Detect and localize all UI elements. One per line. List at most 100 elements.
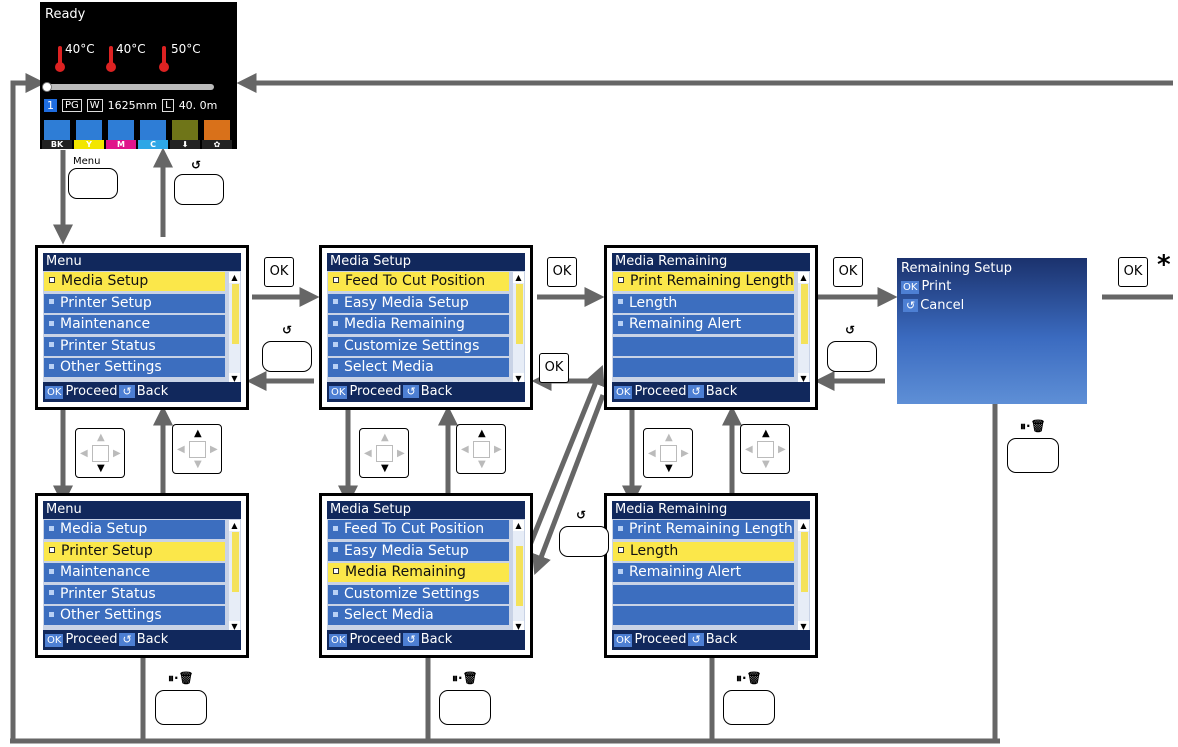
dpad-up-button[interactable]: ▲▼◀▶ <box>172 424 222 474</box>
back-tag: ↺ <box>903 299 919 312</box>
menu-item[interactable]: Length <box>613 293 794 313</box>
dpad-down-button[interactable]: ▲▼◀▶ <box>359 428 409 478</box>
scroll-up-icon: ▲ <box>513 272 524 283</box>
ok-button[interactable]: OK <box>1118 257 1148 287</box>
bullet-icon <box>333 547 338 552</box>
ok-tag: OK <box>329 386 348 399</box>
screen-title: Menu <box>43 501 241 519</box>
back-label: Back <box>420 384 453 399</box>
menu-item[interactable]: Printer Status <box>44 584 225 604</box>
bullet-icon <box>618 525 623 531</box>
back-button[interactable] <box>827 341 877 372</box>
scroll-thumb <box>801 284 808 344</box>
media-info: 1 PG W 1625mm L 40. 0m <box>44 98 217 113</box>
scroll-down-icon: ▼ <box>513 373 524 384</box>
pause-cancel-button[interactable] <box>723 690 775 725</box>
width-label: W <box>86 99 103 112</box>
ok-button[interactable]: OK <box>539 353 569 383</box>
remaining-setup-title: Remaining Setup <box>901 261 1013 276</box>
media-width: 1625mm <box>107 99 158 112</box>
menu-item[interactable]: Media Setup <box>44 520 225 539</box>
menu-item-label: Length <box>630 542 679 559</box>
menu-item[interactable]: Length <box>613 541 794 561</box>
screen-title: Media Setup <box>327 501 525 519</box>
menu-item[interactable]: Printer Status <box>44 336 225 356</box>
scroll-down-icon: ▼ <box>229 621 240 632</box>
menu-item[interactable]: Customize Settings <box>328 336 509 356</box>
menu-item[interactable]: Easy Media Setup <box>328 293 509 313</box>
ok-button[interactable]: OK <box>547 257 577 287</box>
back-label: Back <box>136 632 169 647</box>
menu-item-label: Other Settings <box>60 359 162 375</box>
menu-item-label: Printer Setup <box>60 294 152 311</box>
menu-item[interactable]: Media Remaining <box>328 315 509 334</box>
menu-item[interactable]: Easy Media Setup <box>328 541 509 561</box>
outer-left-loop <box>10 73 46 741</box>
menu-item[interactable]: Media Remaining <box>328 563 509 582</box>
bullet-icon <box>618 568 623 574</box>
menu-item[interactable]: Remaining Alert <box>613 563 794 582</box>
back-label: Back <box>136 384 169 399</box>
scroll-thumb <box>516 546 523 606</box>
scroll-thumb <box>232 532 239 592</box>
menu-item[interactable]: Select Media <box>328 606 509 625</box>
menu-item[interactable]: Maintenance <box>44 315 225 334</box>
menu-item[interactable]: Customize Settings <box>328 584 509 604</box>
scroll-up-icon: ▲ <box>798 520 809 531</box>
temperature-1: 40°C <box>65 42 95 56</box>
menu-button[interactable] <box>68 168 118 199</box>
menu-item[interactable]: Media Setup <box>44 272 225 291</box>
menu-item[interactable] <box>613 606 794 625</box>
menu-item-label: Media Setup <box>60 521 148 537</box>
menu-item[interactable]: Remaining Alert <box>613 315 794 334</box>
menu-item[interactable]: Printer Setup <box>44 293 225 313</box>
dpad-up-button[interactable]: ▲▼◀▶ <box>456 424 506 474</box>
menu-item[interactable]: Other Settings <box>44 606 225 625</box>
menu-item[interactable]: Feed To Cut Position <box>328 520 509 539</box>
menu-item[interactable] <box>613 336 794 356</box>
menu-item-label: Remaining Alert <box>629 564 742 580</box>
menu-item[interactable] <box>613 584 794 604</box>
menu-item[interactable]: Printer Setup <box>44 541 225 561</box>
bullet-icon <box>333 590 338 595</box>
length-label: L <box>162 99 174 112</box>
ok-button[interactable]: OK <box>833 257 863 287</box>
ok-button[interactable]: OK <box>264 257 294 287</box>
option-cancel[interactable]: ↺Cancel <box>901 298 964 313</box>
proceed-label: Proceed <box>634 632 687 647</box>
bullet-icon <box>333 277 339 283</box>
back-button[interactable] <box>262 341 312 372</box>
pause-cancel-button[interactable] <box>155 690 207 725</box>
bullet-icon <box>333 342 338 347</box>
menu-item[interactable]: Print Remaining Length <box>613 272 794 291</box>
scroll-down-icon: ▼ <box>229 373 240 384</box>
menu-item[interactable]: Print Remaining Length <box>613 520 794 539</box>
dpad-down-button[interactable]: ▲▼◀▶ <box>643 428 693 478</box>
scroll-down-icon: ▼ <box>798 373 809 384</box>
back-button[interactable] <box>174 174 224 205</box>
menu-item[interactable]: Maintenance <box>44 563 225 582</box>
dpad-up-button[interactable]: ▲▼◀▶ <box>740 424 790 474</box>
bullet-icon <box>333 363 338 369</box>
dpad-down-button[interactable]: ▲▼◀▶ <box>75 428 125 478</box>
ok-tag: OK <box>45 634 64 647</box>
menu-item[interactable]: Select Media <box>328 358 509 377</box>
back-label: Back <box>705 384 738 399</box>
menu-item-label: Select Media <box>344 607 434 623</box>
pause-cancel-button[interactable] <box>1007 438 1059 473</box>
back-icon: ↺ <box>119 385 135 398</box>
ink-label: BK <box>42 140 72 149</box>
pause-cancel-button[interactable] <box>439 690 491 725</box>
menu-item[interactable]: Other Settings <box>44 358 225 377</box>
menu-item[interactable] <box>613 358 794 377</box>
menu-item[interactable]: Feed To Cut Position <box>328 272 509 291</box>
back-button[interactable] <box>559 526 609 557</box>
